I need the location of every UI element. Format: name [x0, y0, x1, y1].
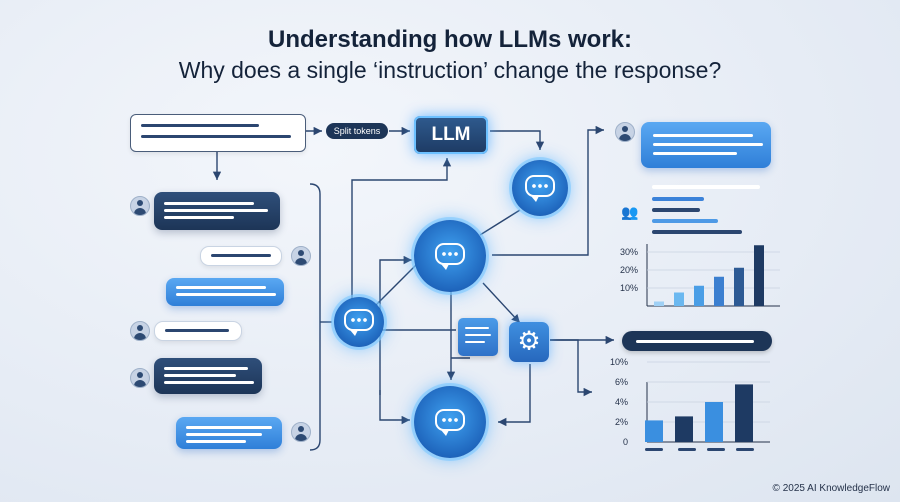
- message-line: [653, 152, 737, 155]
- hbar-3: [652, 208, 700, 212]
- message-line: [164, 216, 234, 219]
- typing-dots: [441, 252, 459, 256]
- user-avatar-icon: [130, 321, 150, 341]
- message-line: [211, 254, 271, 257]
- chat-bubble-icon: [435, 409, 465, 436]
- message-line: [164, 202, 254, 205]
- chart1-bar: [674, 292, 684, 306]
- connector-center-gear: [482, 282, 521, 324]
- chart2-ytick: 2%: [614, 417, 628, 427]
- chat-message-6: [176, 417, 282, 449]
- connector-center-node1: [479, 209, 521, 236]
- footer-copyright: © 2025 AI KnowledgeFlow: [772, 483, 890, 494]
- chat-message-2: [200, 246, 282, 266]
- people-icon: 👥: [621, 205, 639, 221]
- connector-llm-node1: [490, 130, 545, 150]
- typing-dots: [531, 184, 549, 188]
- chat-node-bottom: [414, 386, 486, 458]
- hbar-1: [652, 185, 760, 189]
- user-avatar-icon: [291, 422, 311, 442]
- output-banner: [622, 331, 772, 351]
- message-line: [186, 433, 262, 436]
- chat-node-top-right: [512, 160, 568, 216]
- user-avatar-icon: [291, 246, 311, 266]
- chart1-ytick: 10%: [619, 283, 638, 293]
- typing-dots: [350, 318, 368, 322]
- message-line: [164, 381, 254, 384]
- message-line: [164, 367, 248, 370]
- hbar-2: [652, 197, 704, 201]
- chat-bubble-icon: [525, 175, 555, 202]
- message-line: [164, 374, 236, 377]
- chat-message-1: [154, 192, 280, 230]
- message-line: [653, 134, 753, 137]
- message-line: [176, 293, 276, 296]
- user-avatar-icon: [615, 122, 635, 142]
- typing-dots: [441, 418, 459, 422]
- hbar-4: [652, 219, 718, 223]
- chart2-ytick: 10%: [609, 357, 628, 367]
- message-line: [186, 426, 272, 429]
- connector-left-up: [379, 255, 412, 395]
- gear-glyph: ⚙: [517, 326, 541, 357]
- chart1-bar: [754, 245, 764, 306]
- chart2-bar: [735, 384, 753, 442]
- connector-to-chart2: [550, 339, 592, 397]
- chart1-bar: [714, 276, 724, 306]
- chat-message-3: [166, 278, 284, 306]
- chart2-xtick-2: [678, 448, 696, 451]
- message-line: [165, 329, 229, 332]
- input-text-line-1: [141, 124, 259, 127]
- connector-left-center: [375, 264, 417, 306]
- doc-line: [465, 341, 485, 343]
- user-avatar-icon: [130, 196, 150, 216]
- chart2-bar: [705, 402, 723, 442]
- connector-left-llm: [351, 158, 452, 300]
- message-line: [653, 143, 763, 146]
- chat-message-4: [154, 321, 242, 341]
- response-bubble: [641, 122, 771, 168]
- chat-bubble-icon: [435, 243, 465, 270]
- doc-line: [465, 334, 491, 336]
- message-line: [164, 209, 268, 212]
- banner-line: [636, 340, 754, 343]
- chart2-bar: [675, 416, 693, 442]
- chart2-bars: [645, 384, 753, 442]
- llm-box: LLM: [414, 116, 488, 154]
- chat-node-left: [334, 297, 384, 347]
- chart1-ytick: 30%: [619, 247, 638, 257]
- connector-gear-bottom: [498, 364, 531, 427]
- title-line-2: Why does a single ‘instruction’ change t…: [178, 57, 722, 83]
- input-prompt-box: [130, 114, 306, 152]
- chart2-xtick-4: [736, 448, 754, 451]
- connector-to-top-right: [492, 125, 604, 256]
- chart1-ytick: 20%: [619, 265, 638, 275]
- chart1-bars: [654, 245, 764, 306]
- chart1-bar: [654, 301, 664, 306]
- chart2-ytick: 6%: [614, 377, 628, 387]
- chart2-ytick: 0: [622, 437, 628, 447]
- title-line-1: Understanding how LLMs work:: [268, 26, 632, 53]
- input-text-line-2: [141, 135, 291, 138]
- chart2-bar: [645, 420, 663, 442]
- document-icon: [458, 318, 498, 356]
- chart1-bar: [694, 285, 704, 306]
- chat-message-5: [154, 358, 262, 394]
- chart2-xtick-3: [707, 448, 725, 451]
- chat-bubble-icon: [344, 309, 374, 336]
- hbar-5: [652, 230, 742, 234]
- message-line: [176, 286, 266, 289]
- chart1-bar: [734, 267, 744, 306]
- bracket-left: [309, 183, 321, 451]
- gear-icon: ⚙: [509, 322, 549, 362]
- split-tokens-label: Split tokens: [326, 123, 388, 139]
- doc-line: [465, 327, 489, 329]
- user-avatar-icon: [130, 368, 150, 388]
- message-line: [186, 440, 246, 443]
- chart2-ytick: 4%: [614, 397, 628, 407]
- chart2-xtick-1: [645, 448, 663, 451]
- connector-left-bottom: [379, 390, 410, 425]
- chat-node-center: [414, 220, 486, 292]
